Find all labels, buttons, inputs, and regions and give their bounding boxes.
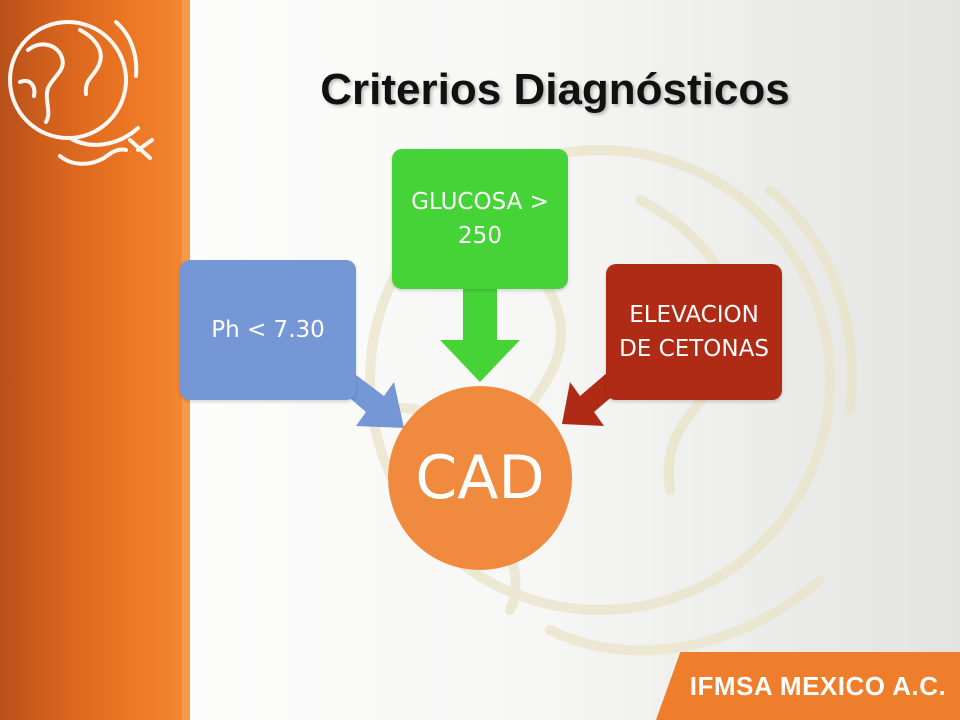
globe-logo-icon — [8, 20, 154, 166]
node-glucosa: GLUCOSA > 250 — [392, 149, 568, 289]
node-ph: Ph < 7.30 — [180, 260, 356, 400]
node-cad-center: CAD — [388, 386, 572, 570]
sidebar-band — [0, 0, 190, 720]
arrow-glucosa-to-cad — [440, 289, 520, 382]
page-title: Criterios Diagnósticos — [320, 65, 790, 114]
node-cetonas: ELEVACION DE CETONAS — [606, 264, 782, 400]
footer-organization: IFMSA MEXICO A.C. — [689, 670, 947, 701]
footer-tag — [656, 652, 960, 720]
